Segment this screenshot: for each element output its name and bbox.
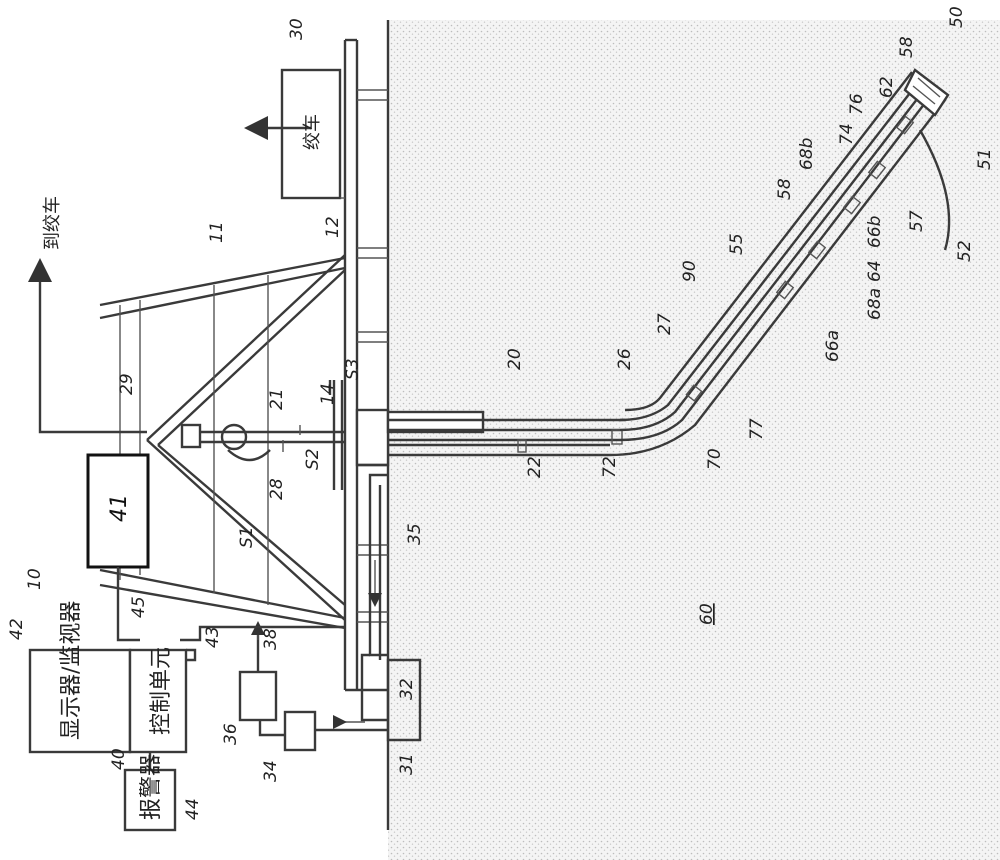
winch-label: 绞车	[302, 114, 323, 150]
ref-label-r32: 32	[397, 678, 417, 700]
ref-label-r27: 27	[655, 313, 675, 335]
ref-label-r52: 52	[955, 240, 975, 262]
control-unit-box	[128, 648, 188, 754]
ref-label-r36: 36	[221, 723, 241, 745]
ref-label-r50: 50	[947, 6, 967, 28]
ref-label-r40: 40	[109, 748, 129, 770]
ref-label-r76: 76	[847, 93, 867, 115]
control-unit-label: 控制单元	[149, 647, 174, 735]
ref-label-r30: 30	[287, 18, 307, 40]
ref-label-s2: S2	[303, 448, 323, 470]
ref-label-r45: 45	[129, 596, 149, 618]
ref-label-r20: 20	[505, 348, 525, 370]
ref-label-r14: 14	[318, 383, 338, 405]
display-monitor-box	[28, 648, 132, 754]
ref-label-r68a: 68a	[865, 288, 885, 320]
ref-label-r58b: 58	[775, 178, 795, 200]
ref-label-r77: 77	[747, 418, 767, 440]
ref-label-r12: 12	[323, 216, 343, 238]
ref-label-r22: 22	[525, 456, 545, 478]
ref-label-s1: S1	[237, 526, 257, 548]
ref-label-r29: 29	[117, 373, 137, 395]
ref-label-r66a: 66a	[823, 330, 843, 362]
reference-numerals: 30 11 12 29 21 14 S3 S2 28 S1 10 45 43 3…	[7, 6, 995, 820]
box-41	[86, 453, 150, 569]
ref-label-r43: 43	[203, 626, 223, 648]
winch-box	[280, 68, 342, 200]
ref-label-r42: 42	[7, 618, 27, 640]
formation-area	[388, 20, 1000, 860]
box-41-label: 41	[107, 494, 132, 522]
to-winch-label: 到绞车	[42, 196, 63, 250]
ref-label-r66b: 66b	[865, 216, 885, 248]
ref-label-r28: 28	[267, 478, 287, 500]
ref-label-r44: 44	[183, 798, 203, 820]
ref-label-r57: 57	[907, 210, 927, 232]
ref-label-r51: 51	[975, 148, 995, 170]
alarm-box	[123, 768, 177, 832]
ref-label-r38: 38	[261, 628, 281, 650]
ref-label-r64: 64	[865, 260, 885, 282]
ref-label-r60: 60	[697, 603, 717, 625]
ref-label-r68b: 68b	[797, 138, 817, 170]
ref-label-r11: 11	[207, 221, 227, 243]
ref-label-r58a: 58	[897, 36, 917, 58]
ref-label-r62: 62	[877, 76, 897, 98]
ref-label-r55: 55	[727, 233, 747, 255]
display-label: 显示器/监视器	[59, 601, 84, 740]
ref-label-r10: 10	[25, 568, 45, 590]
ref-label-r35: 35	[405, 523, 425, 545]
ref-label-r74: 74	[837, 123, 857, 145]
ref-label-r21: 21	[267, 388, 287, 410]
ref-label-s3: S3	[343, 358, 363, 380]
ref-label-r34: 34	[261, 760, 281, 782]
ref-label-r72: 72	[600, 456, 620, 478]
ref-label-r31: 31	[397, 753, 417, 775]
ref-label-r26: 26	[615, 348, 635, 370]
ref-label-r90: 90	[680, 260, 700, 282]
ref-label-r70: 70	[705, 448, 725, 470]
alarm-label: 报警器	[139, 754, 164, 820]
